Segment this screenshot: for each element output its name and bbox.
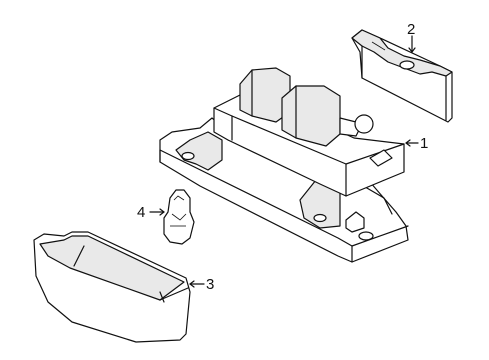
part-1-lamp-housing — [159, 67, 409, 263]
part-4-bulb — [163, 189, 195, 245]
callout-label-1: 1 — [420, 135, 428, 152]
callout-label-2: 2 — [407, 21, 415, 38]
part-2-bracket — [351, 29, 453, 123]
callout-leaders — [149, 35, 419, 288]
callout-label-3: 3 — [206, 276, 214, 293]
part-3-lens — [33, 231, 191, 343]
callout-label-4: 4 — [137, 204, 145, 221]
